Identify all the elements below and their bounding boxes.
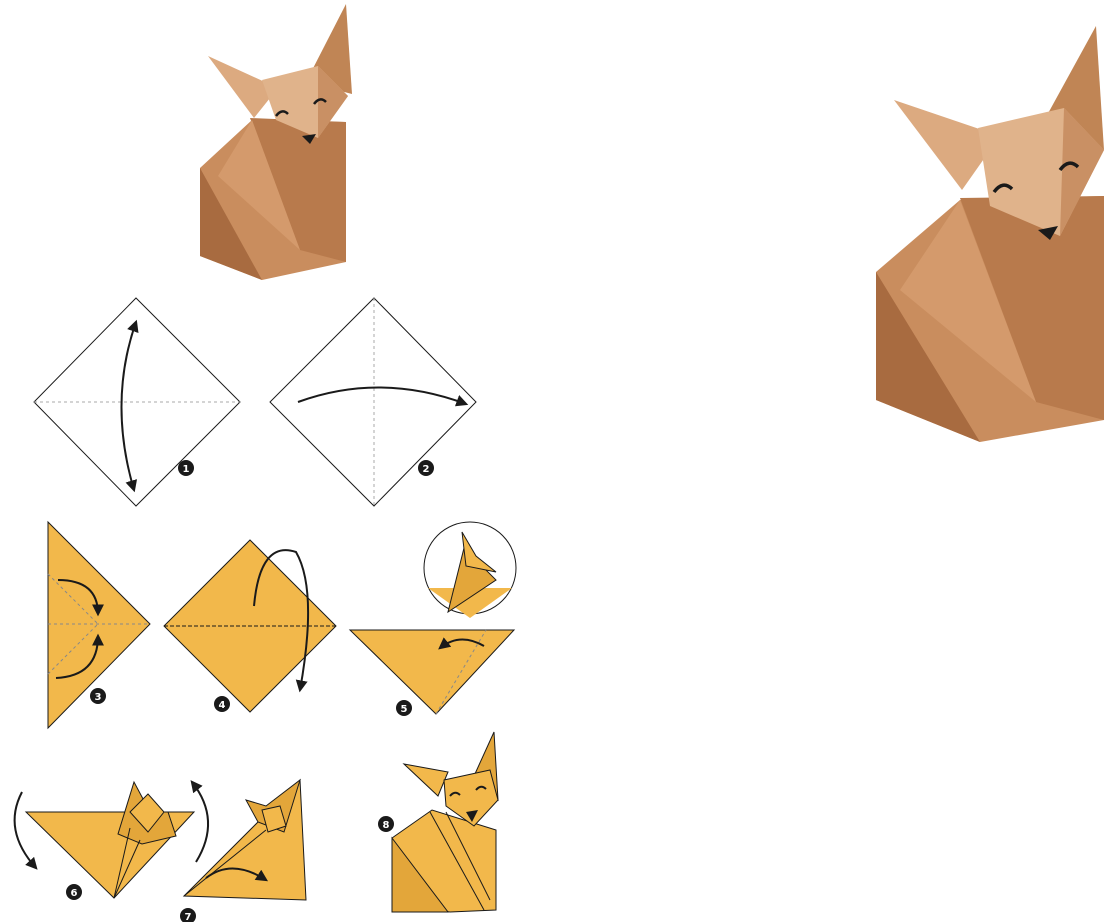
step-number: 7 [185,912,192,922]
finished-fox-photo-large [876,26,1104,442]
step-number: 8 [383,820,390,831]
step-8-diagram: 8 [378,732,498,912]
step-5-diagram: 5 [350,522,516,716]
step-4-diagram: 4 [164,540,336,712]
step-number: 3 [95,692,102,703]
step-6-diagram: 6 [15,782,208,900]
step-2-diagram: 2 [270,298,476,506]
step-7-diagram: 7 [180,780,306,922]
step-number: 2 [423,464,430,475]
step-number: 6 [71,888,78,899]
step-1-diagram: 1 [34,298,240,506]
step-3-diagram: 3 [48,522,150,728]
finished-fox-photo-small [200,4,352,280]
step-number: 5 [401,704,408,715]
step-number: 1 [183,464,190,475]
step-number: 4 [219,700,226,711]
